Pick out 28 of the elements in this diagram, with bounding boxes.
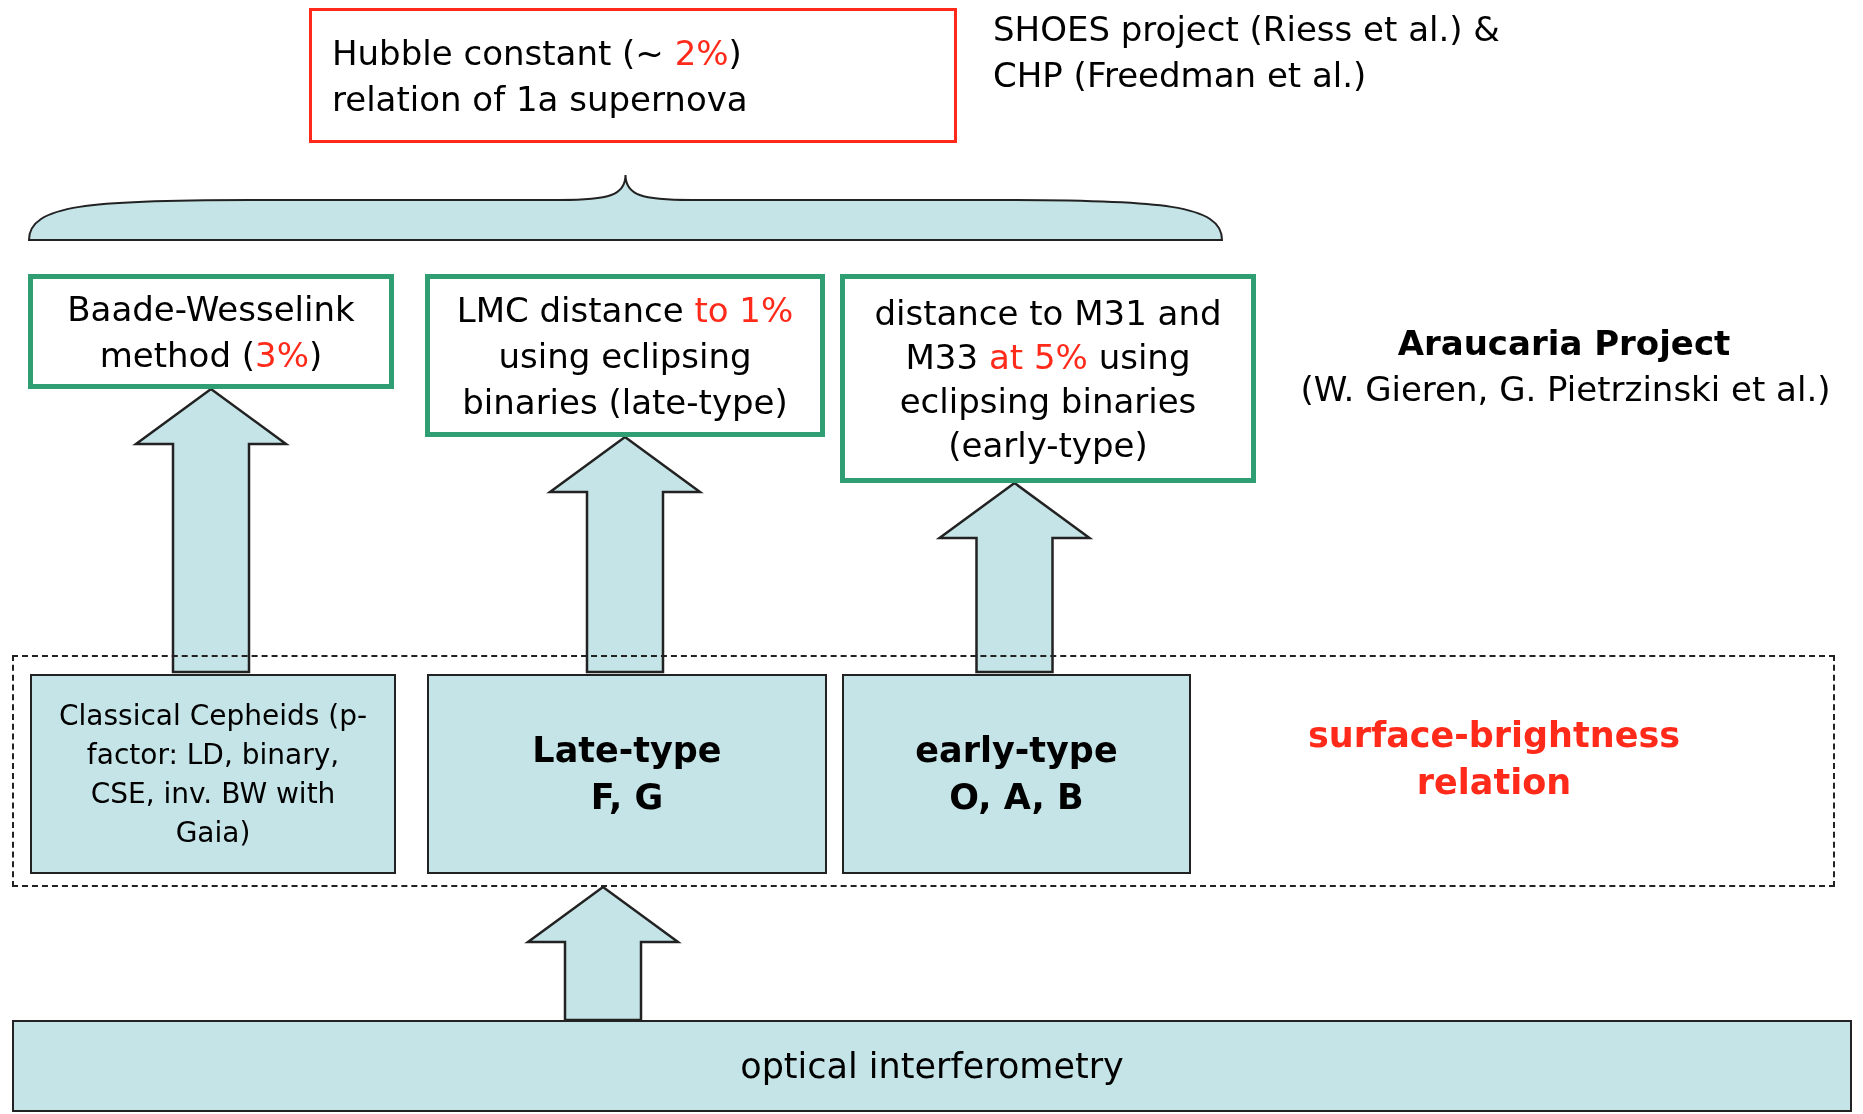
project-authors: (W. Gieren, G. Pietrzinski et al.) [1299, 368, 1832, 411]
block-arrow [132, 387, 290, 674]
method-box [425, 274, 825, 437]
method-box [840, 274, 1256, 483]
curly-brace [28, 174, 1223, 241]
box-text: Hubble constant (~ 2%) relation of 1a supernova [332, 31, 749, 121]
box-text: Late-type [532, 729, 722, 772]
group-heading: surface-brightness relation [1306, 714, 1682, 804]
box-text: Classical Cepheids (p-factor: LD, binary, CSE, inv. BW with Gaia) [57, 698, 368, 851]
method-band [12, 1020, 1852, 1112]
box-text: Baade-Wesselink method (3%) [66, 287, 356, 377]
dashed-group-frame [12, 655, 1835, 887]
star-type-box [842, 674, 1191, 874]
box-text: early-type [915, 729, 1118, 772]
method-box [28, 274, 394, 389]
box-text: distance to M31 and M33 at 5% using eclipsing binaries (early-type) [873, 291, 1223, 467]
block-arrow [935, 481, 1094, 674]
result-box [309, 8, 957, 143]
block-arrow [546, 435, 704, 674]
star-type-box [427, 674, 827, 874]
project-title: Araucaria Project [1396, 322, 1732, 365]
star-type-box [30, 674, 396, 874]
box-text: LMC distance to 1% using eclipsing binaries (late-type) [455, 288, 795, 424]
box-text: optical interferometry [740, 1045, 1124, 1088]
block-arrow [524, 885, 682, 1022]
box-text: F, G [590, 776, 664, 819]
box-text: O, A, B [949, 776, 1084, 819]
project-note: SHOES project (Riess et al.) & CHP (Freedman et al.) [993, 8, 1501, 97]
